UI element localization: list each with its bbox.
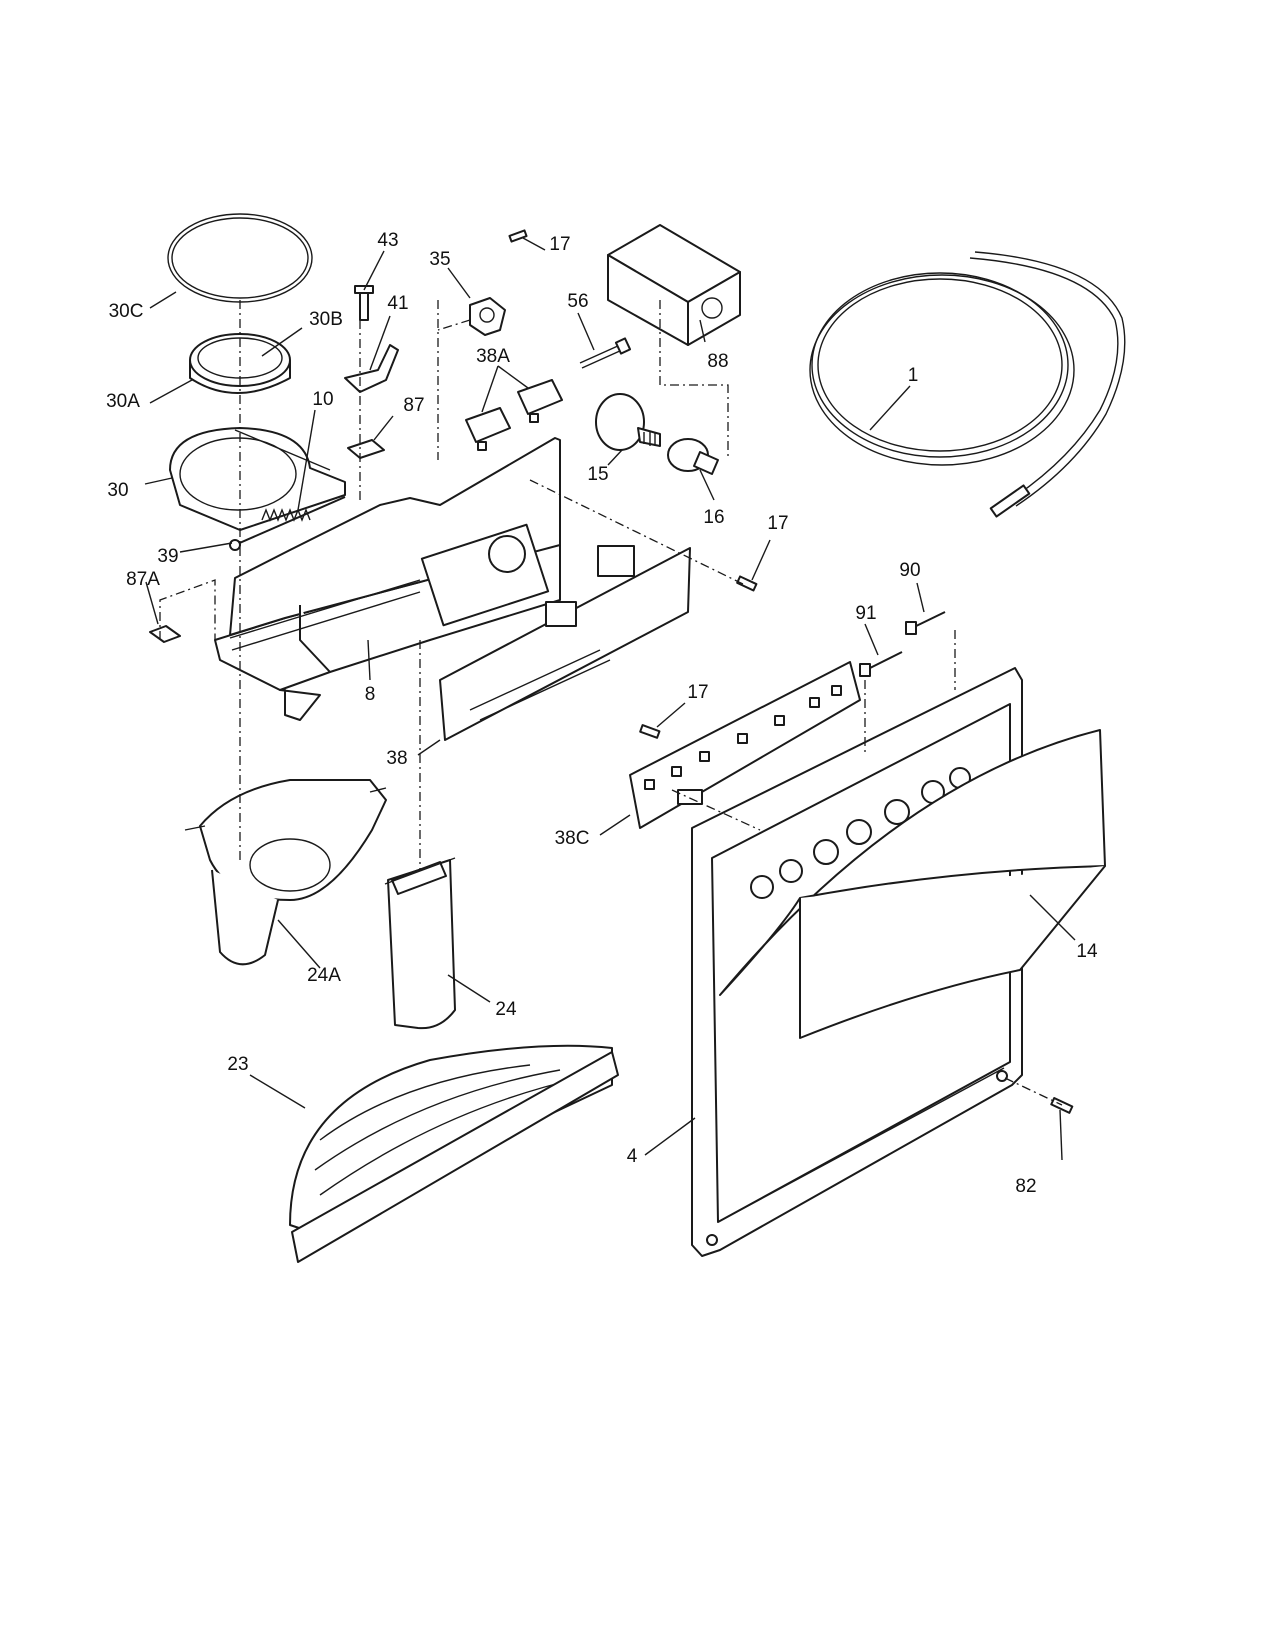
part-87a-clip (149, 625, 181, 643)
callout-35: 35 (429, 249, 450, 270)
part-41-clip (344, 344, 399, 393)
part-8-housing (214, 437, 561, 721)
part-17-screw-panel (639, 724, 661, 739)
part-15-bulb (595, 393, 661, 451)
part-82-screw (1050, 1097, 1074, 1114)
callout-24a: 24A (307, 965, 341, 986)
part-35-switch (469, 297, 506, 336)
callout-90: 90 (899, 560, 920, 581)
callout-38: 38 (386, 748, 407, 769)
callout-8: 8 (365, 684, 376, 705)
callout-91: 91 (855, 603, 876, 624)
callout-17-panel: 17 (687, 682, 708, 703)
leader-lines (144, 237, 1076, 1161)
part-38c-switch-board (629, 661, 861, 829)
callout-30a: 30A (106, 391, 140, 412)
callout-56: 56 (567, 291, 588, 312)
callout-43: 43 (377, 230, 398, 251)
part-16-socket (667, 438, 719, 475)
callout-15: 15 (587, 464, 608, 485)
callout-1: 1 (908, 365, 919, 386)
callout-24: 24 (495, 999, 517, 1020)
part-38a-switch-left (465, 407, 511, 451)
part-91-pin (859, 651, 903, 677)
callout-10: 10 (312, 389, 333, 410)
callout-41: 41 (387, 293, 408, 314)
callout-14: 14 (1076, 941, 1098, 962)
part-38a-switch-right (517, 379, 563, 423)
callout-39: 39 (157, 546, 178, 567)
part-88-control-box (607, 224, 741, 346)
part-43-screw (354, 285, 374, 321)
callout-16: 16 (703, 507, 724, 528)
part-30c-ring (167, 213, 313, 303)
part-24-flap (384, 857, 456, 1030)
part-30-bracket (169, 427, 346, 531)
assembly-dashed-lines (159, 300, 1063, 1106)
part-1-tubing-coil (809, 251, 1126, 518)
part-87-clip (347, 439, 385, 459)
callout-38a: 38A (476, 346, 510, 367)
part-39-rod (229, 496, 346, 551)
callout-30: 30 (107, 480, 128, 501)
callout-38c: 38C (555, 828, 590, 849)
callout-30b: 30B (309, 309, 343, 330)
callout-88: 88 (707, 351, 728, 372)
part-10-spring (261, 508, 311, 522)
part-90-pin (905, 611, 946, 635)
callout-82: 82 (1015, 1176, 1036, 1197)
callout-87a: 87A (126, 569, 160, 590)
part-38-control-board (439, 545, 691, 741)
part-23-drip-tray (289, 1044, 619, 1263)
callout-30c: 30C (109, 301, 144, 322)
callout-87: 87 (403, 395, 424, 416)
part-24a-ice-chute (184, 779, 387, 966)
callout-labels: 1 4 8 10 14 15 16 17 17 17 23 24 24A 30 … (106, 230, 1098, 1197)
part-17-screw-top (508, 229, 528, 243)
callout-4: 4 (627, 1146, 638, 1167)
part-17-screw-right (736, 575, 758, 592)
callout-17-right: 17 (767, 513, 788, 534)
part-14-cover-plate (719, 729, 1106, 1039)
callout-23: 23 (227, 1054, 248, 1075)
callout-17-top: 17 (549, 234, 570, 255)
part-56-long-screw (579, 337, 632, 369)
